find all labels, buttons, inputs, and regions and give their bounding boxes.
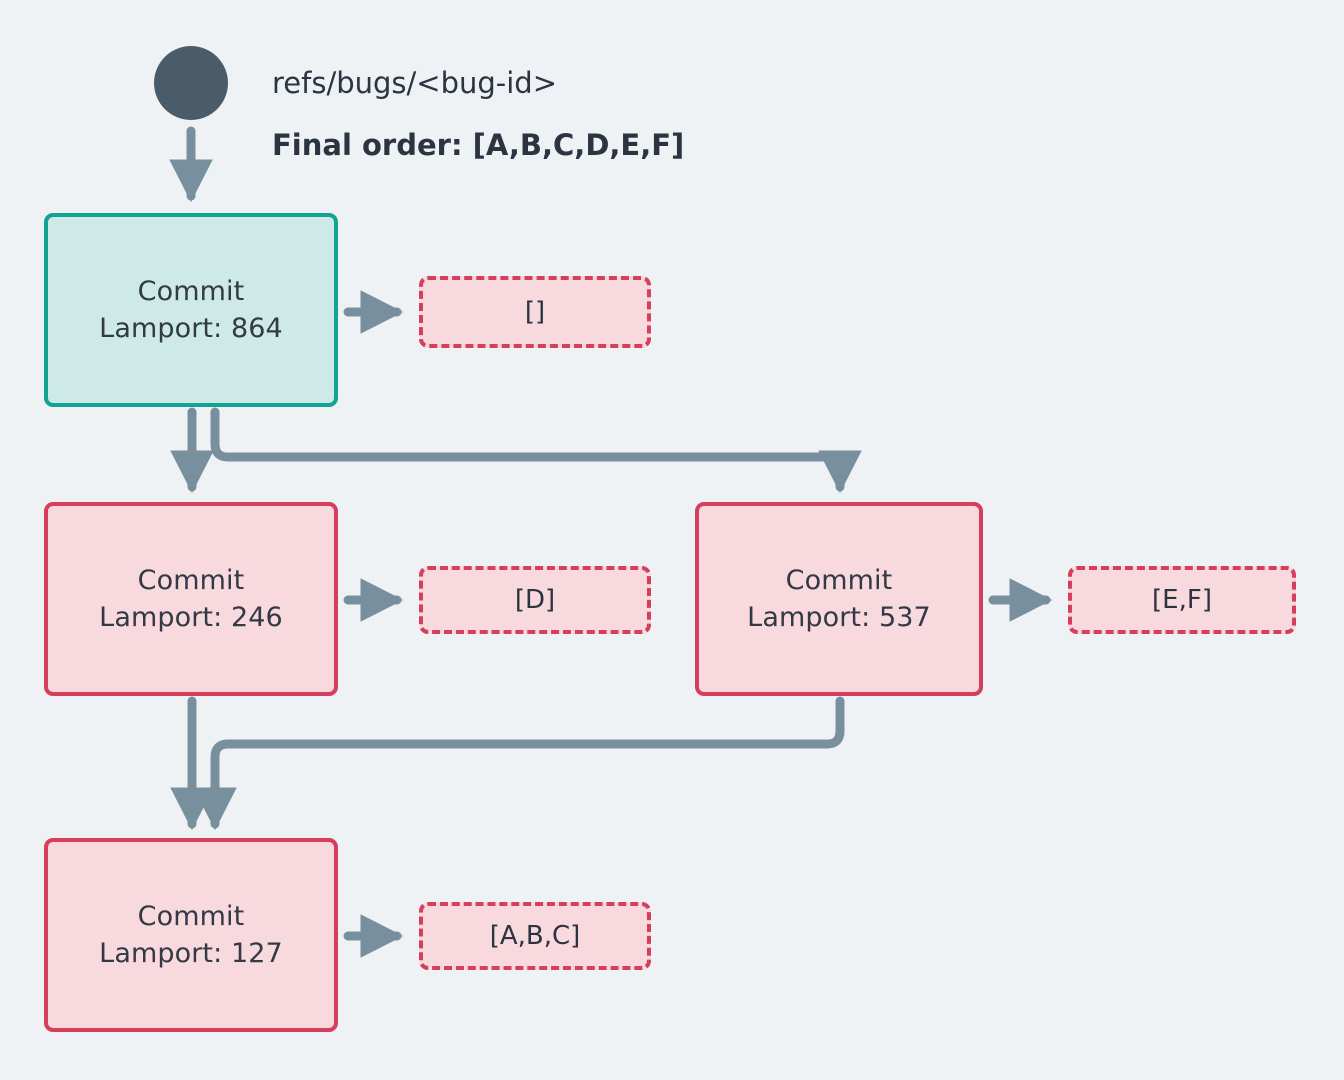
node-title: Commit (137, 565, 245, 596)
node-title: Commit (137, 901, 245, 932)
node-lamport: Lamport: 537 (747, 602, 931, 633)
badge-commit-537: [E,F] (1068, 566, 1296, 634)
badge-commit-864: [] (419, 276, 651, 348)
final-order-label: Final order: [A,B,C,D,E,F] (272, 128, 685, 162)
node-commit-537[interactable]: Commit Lamport: 537 (695, 502, 983, 696)
edge-commit-864-to-commit-537 (210, 407, 862, 494)
ref-path-label: refs/bugs/<bug-id> (272, 66, 558, 100)
node-commit-246[interactable]: Commit Lamport: 246 (44, 502, 338, 696)
node-commit-864[interactable]: Commit Lamport: 864 (44, 213, 338, 407)
node-title: Commit (137, 276, 245, 307)
node-lamport: Lamport: 246 (99, 602, 283, 633)
node-lamport: Lamport: 127 (99, 938, 283, 969)
node-title: Commit (785, 565, 893, 596)
edge-commit-537-to-commit-127 (193, 696, 845, 831)
badge-commit-127: [A,B,C] (419, 902, 651, 970)
badge-commit-246: [D] (419, 566, 651, 634)
commit-root-dot (154, 46, 228, 120)
node-lamport: Lamport: 864 (99, 313, 283, 344)
node-commit-127[interactable]: Commit Lamport: 127 (44, 838, 338, 1032)
